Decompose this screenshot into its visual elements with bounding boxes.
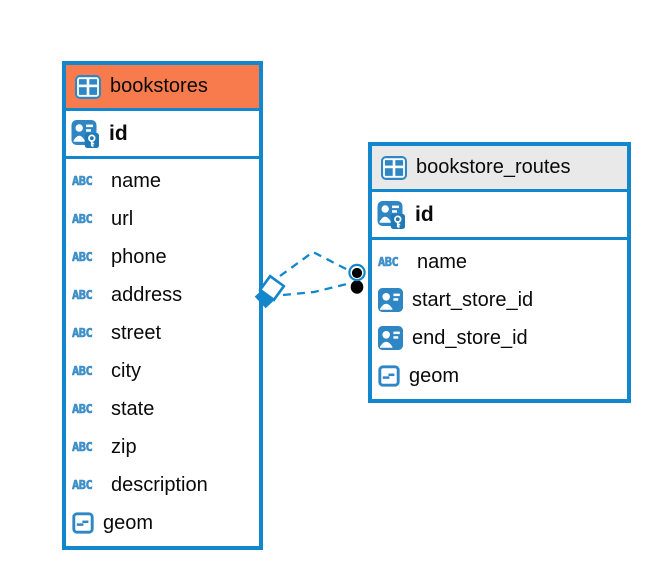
column-name-label: name: [417, 250, 468, 273]
text-type-icon: ABC: [72, 440, 93, 455]
geometry-type-icon: [72, 512, 94, 534]
column-row[interactable]: geom: [372, 357, 627, 395]
table-bookstores[interactable]: bookstores id ABC: [62, 61, 263, 550]
text-type-icon: ABC: [72, 288, 93, 303]
text-type-icon: ABC: [72, 326, 93, 341]
fk-link-line-upper: [279, 250, 351, 277]
table-bookstores-columns: ABC name ABC url ABC phone ABC address A…: [66, 159, 259, 546]
column-row[interactable]: ABC name: [66, 162, 259, 200]
table-bookstore-routes-header[interactable]: bookstore_routes: [372, 146, 627, 192]
column-name-label: geom: [103, 511, 154, 534]
column-name-label: street: [111, 321, 162, 344]
column-name-label: state: [111, 397, 155, 420]
column-row[interactable]: ABC street: [66, 314, 259, 352]
column-row[interactable]: ABC phone: [66, 238, 259, 276]
column-row[interactable]: end_store_id: [372, 319, 627, 357]
table-name-label: bookstore_routes: [416, 156, 571, 178]
table-name-label: bookstores: [110, 75, 208, 97]
column-name-label: start_store_id: [412, 288, 534, 311]
text-type-icon: ABC: [72, 478, 93, 493]
column-row[interactable]: ABC name: [372, 243, 627, 281]
column-name-label: id: [109, 121, 128, 145]
text-type-icon: ABC: [72, 212, 93, 227]
column-name-label: city: [111, 359, 141, 382]
text-type-icon: ABC: [72, 402, 93, 417]
column-name-label: zip: [111, 435, 137, 458]
text-type-icon: ABC: [72, 174, 93, 189]
column-name-label: id: [415, 202, 434, 226]
foreign-key-icon: [378, 288, 403, 312]
column-name-label: description: [111, 473, 208, 496]
geometry-type-icon: [378, 365, 400, 387]
foreign-key-icon: [378, 326, 403, 350]
table-icon: [381, 155, 407, 180]
column-row[interactable]: start_store_id: [372, 281, 627, 319]
column-name-label: geom: [409, 364, 460, 387]
connector-target-dot-endpoint: [348, 263, 366, 294]
column-row-pk[interactable]: id: [372, 192, 627, 240]
primary-key-icon: [71, 119, 101, 149]
column-name-label: url: [111, 207, 134, 230]
table-icon: [75, 74, 101, 99]
table-bookstore-routes-columns: ABC name start_store_id: [372, 240, 627, 399]
column-name-label: address: [111, 283, 183, 306]
column-row[interactable]: ABC url: [66, 200, 259, 238]
primary-key-icon: [377, 200, 407, 230]
column-row-pk[interactable]: id: [66, 111, 259, 159]
text-type-icon: ABC: [72, 250, 93, 265]
column-name-label: name: [111, 169, 162, 192]
column-row[interactable]: geom: [66, 504, 259, 542]
fk-link-line-lower: [282, 281, 352, 297]
table-bookstores-header[interactable]: bookstores: [66, 65, 259, 111]
column-name-label: phone: [111, 245, 167, 268]
column-name-label: end_store_id: [412, 326, 528, 349]
column-row[interactable]: ABC state: [66, 390, 259, 428]
column-row[interactable]: ABC description: [66, 466, 259, 504]
text-type-icon: ABC: [72, 364, 93, 379]
table-bookstore-routes[interactable]: bookstore_routes id: [368, 142, 631, 403]
column-row[interactable]: ABC zip: [66, 428, 259, 466]
column-row[interactable]: ABC city: [66, 352, 259, 390]
column-row[interactable]: ABC address: [66, 276, 259, 314]
text-type-icon: ABC: [378, 255, 399, 270]
